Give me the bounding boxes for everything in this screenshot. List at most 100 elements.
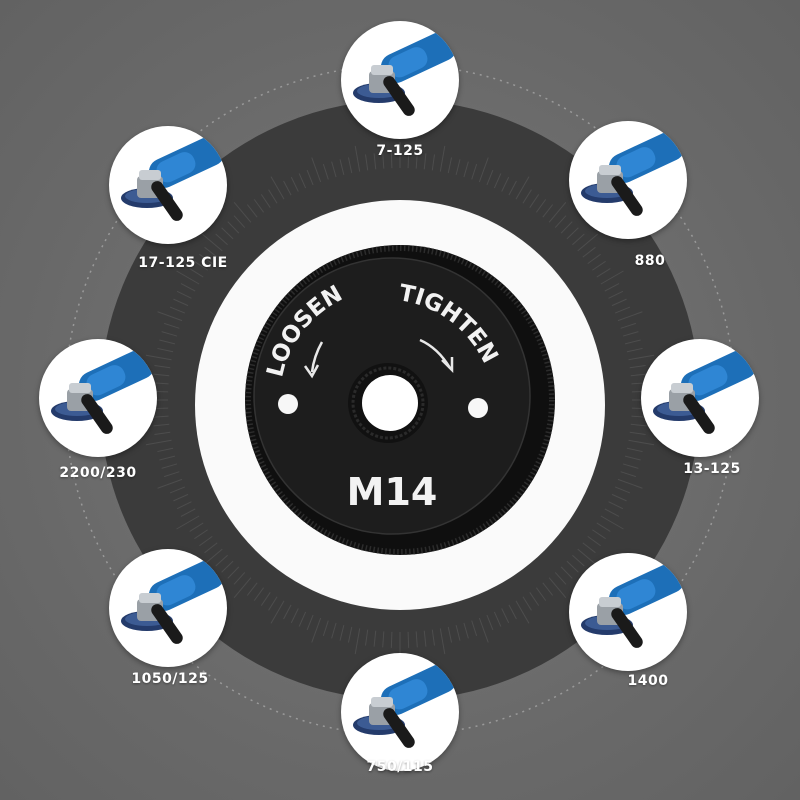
tick-mark xyxy=(268,596,278,611)
tick-mark xyxy=(390,152,393,169)
tick-mark xyxy=(611,493,627,502)
tick-mark xyxy=(604,508,620,517)
angle-grinder-icon xyxy=(121,136,225,221)
tick-mark xyxy=(611,298,627,307)
tick-mark xyxy=(572,554,585,567)
tick-mark xyxy=(617,478,643,489)
tick-mark xyxy=(622,463,639,469)
tick-mark xyxy=(626,347,643,353)
tick-mark xyxy=(176,501,192,510)
model-thumbnail xyxy=(39,339,157,457)
tick-mark xyxy=(592,260,606,271)
tick-mark xyxy=(180,508,196,517)
tick-mark xyxy=(204,542,218,554)
model-label: 1400 xyxy=(627,673,669,689)
angle-grinder-icon xyxy=(353,31,457,116)
tick-mark xyxy=(161,463,178,469)
tick-mark xyxy=(180,283,196,292)
tick-mark xyxy=(364,629,369,646)
tick-mark xyxy=(283,604,292,620)
angle-grinder-icon xyxy=(121,559,225,644)
tick-mark xyxy=(614,306,631,314)
tick-mark xyxy=(270,600,285,624)
tick-mark xyxy=(306,614,314,631)
tick-mark xyxy=(157,478,183,489)
tick-mark xyxy=(347,157,353,174)
tick-mark xyxy=(311,617,322,643)
tighten-arrowhead-icon xyxy=(441,357,454,374)
tick-mark xyxy=(566,560,579,573)
tick-mark xyxy=(515,176,530,200)
tick-mark xyxy=(390,631,393,648)
loosen-arrowhead-icon xyxy=(303,364,320,379)
tick-mark xyxy=(604,283,620,292)
tick-mark xyxy=(463,161,469,178)
tick-mark xyxy=(542,582,554,596)
tick-mark xyxy=(199,535,213,547)
model-thumbnail xyxy=(341,653,459,771)
center-hole xyxy=(362,375,418,431)
tick-marks xyxy=(142,142,658,658)
loosen-arrow-icon xyxy=(310,341,324,373)
tick-mark xyxy=(233,577,252,598)
angle-grinder-icon xyxy=(581,131,685,216)
tick-mark xyxy=(339,624,345,641)
tick-mark xyxy=(290,176,299,192)
tick-mark xyxy=(508,180,517,196)
angle-grinder-icon xyxy=(353,663,457,748)
tick-mark xyxy=(522,596,532,611)
tick-mark xyxy=(153,373,170,377)
tick-mark xyxy=(560,221,573,234)
tick-mark xyxy=(233,215,246,228)
tick-mark xyxy=(354,628,361,655)
tick-mark xyxy=(227,221,240,234)
tick-mark xyxy=(246,204,258,218)
tick-mark xyxy=(596,522,611,532)
tick-mark xyxy=(176,270,200,285)
tick-mark xyxy=(508,604,517,620)
tick-mark xyxy=(260,194,271,208)
tick-mark xyxy=(486,614,494,631)
tick-mark xyxy=(169,486,186,494)
tick-mark xyxy=(535,199,547,213)
tick-mark xyxy=(339,159,345,176)
tick-mark xyxy=(189,522,204,532)
lock-nut-icon: LOOSEN TIGHTEN M14 xyxy=(245,245,555,555)
tick-mark xyxy=(199,253,213,265)
tick-mark xyxy=(478,157,489,183)
tick-mark xyxy=(501,608,510,624)
tick-mark xyxy=(431,154,436,171)
tick-mark xyxy=(566,227,579,240)
tick-mark xyxy=(529,592,540,606)
tick-mark xyxy=(624,339,641,345)
tick-mark xyxy=(493,173,502,189)
tick-mark xyxy=(455,624,461,641)
tick-mark xyxy=(290,608,299,624)
tick-mark xyxy=(163,471,180,478)
tick-mark xyxy=(382,152,385,169)
tick-mark xyxy=(253,199,265,213)
tick-mark xyxy=(577,233,598,252)
tick-mark xyxy=(560,566,573,579)
model-thumbnail xyxy=(569,553,687,671)
tick-mark xyxy=(596,268,611,278)
tick-mark xyxy=(529,194,540,208)
tick-mark xyxy=(608,290,624,299)
tick-mark xyxy=(233,202,252,223)
tick-mark xyxy=(629,364,646,369)
tick-mark xyxy=(439,145,446,172)
tick-mark xyxy=(455,159,461,176)
tick-mark xyxy=(331,622,337,639)
tick-mark xyxy=(620,322,637,329)
angle-grinder-icon xyxy=(653,349,757,434)
tick-mark xyxy=(176,515,200,530)
tick-mark xyxy=(382,631,385,648)
tick-mark xyxy=(154,431,171,436)
pin-hole-left xyxy=(278,394,298,414)
tick-mark xyxy=(157,447,174,453)
tick-mark xyxy=(600,270,624,285)
tick-mark xyxy=(159,455,176,461)
tick-mark xyxy=(415,631,418,648)
tick-mark xyxy=(159,339,176,345)
